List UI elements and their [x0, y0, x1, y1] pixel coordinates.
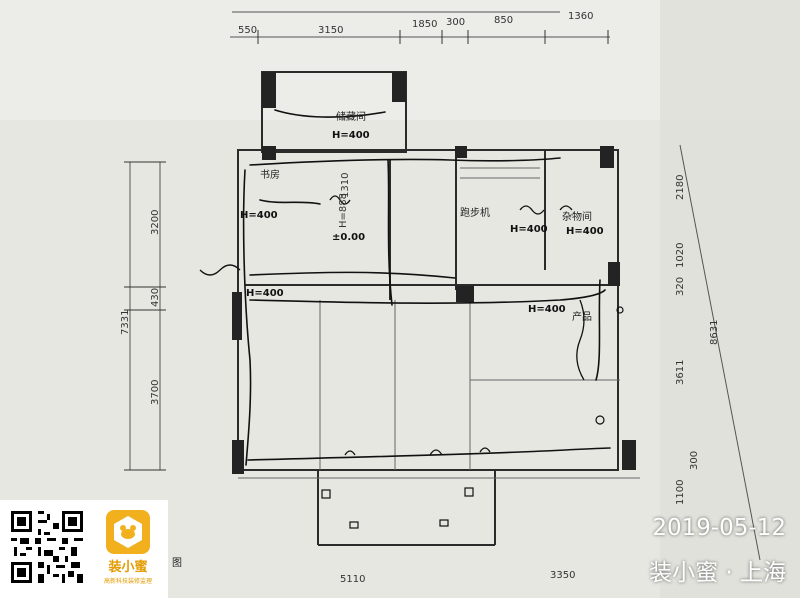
dim-left-1: 3200: [150, 210, 161, 235]
room-study: 书房: [260, 168, 280, 181]
photo-location-stamp: 装小蜜 · 上海: [649, 560, 786, 586]
dim-right-1: 2180: [675, 175, 686, 200]
room-storage: 储藏间: [336, 110, 366, 123]
dim-left-2: 430: [150, 288, 161, 307]
dim-right-7: 300: [689, 451, 700, 470]
note-storage-h: H=400: [332, 130, 370, 141]
dim-right-4: 3611: [675, 360, 686, 385]
dim-top-5: 850: [494, 15, 513, 26]
dim-top-4: 300: [446, 17, 465, 28]
room-treadmill: 跑步机: [460, 206, 490, 219]
qr-code-icon: [8, 508, 86, 586]
room-products: 产品: [572, 310, 592, 323]
brand-tagline: 高新科技装修监理: [103, 578, 152, 585]
dim-top-2: 3150: [318, 25, 343, 36]
note-products-h: H=400: [528, 304, 566, 315]
note-study-h: H=400: [240, 210, 278, 221]
dim-right-6: 1100: [675, 480, 686, 505]
dim-bottom-2: 3350: [550, 570, 575, 581]
dim-left-3: 3700: [150, 380, 161, 405]
dim-top-1: 550: [238, 25, 257, 36]
dim-bottom-1: 5110: [340, 574, 365, 585]
note-1310: 1310: [340, 173, 351, 198]
room-utility: 杂物间: [562, 210, 592, 223]
figure-label: 图: [172, 557, 182, 569]
dim-left-total: 7331: [120, 310, 131, 335]
brand-name: 装小蜜: [108, 560, 148, 575]
dim-right-3: 320: [675, 277, 686, 296]
note-utility-h: H=400: [566, 226, 604, 237]
dim-right-5: 8631: [709, 320, 720, 345]
photo-date-stamp: 2019-05-12: [652, 515, 786, 541]
bee-logo-icon: [106, 510, 150, 554]
note-treadmill-h: H=400: [510, 224, 548, 235]
brand-badge: 装小蜜 高新科技装修监理: [0, 500, 168, 598]
note-corridor-h: H=400: [246, 288, 284, 299]
dim-right-2: 1020: [675, 243, 686, 268]
dim-top-6: 1360: [568, 11, 593, 22]
note-h888: H=888: [338, 193, 349, 228]
note-elevation: ±0.00: [332, 232, 365, 243]
brand-logo: 装小蜜 高新科技装修监理: [96, 506, 160, 592]
dim-top-3: 1850: [412, 19, 437, 30]
